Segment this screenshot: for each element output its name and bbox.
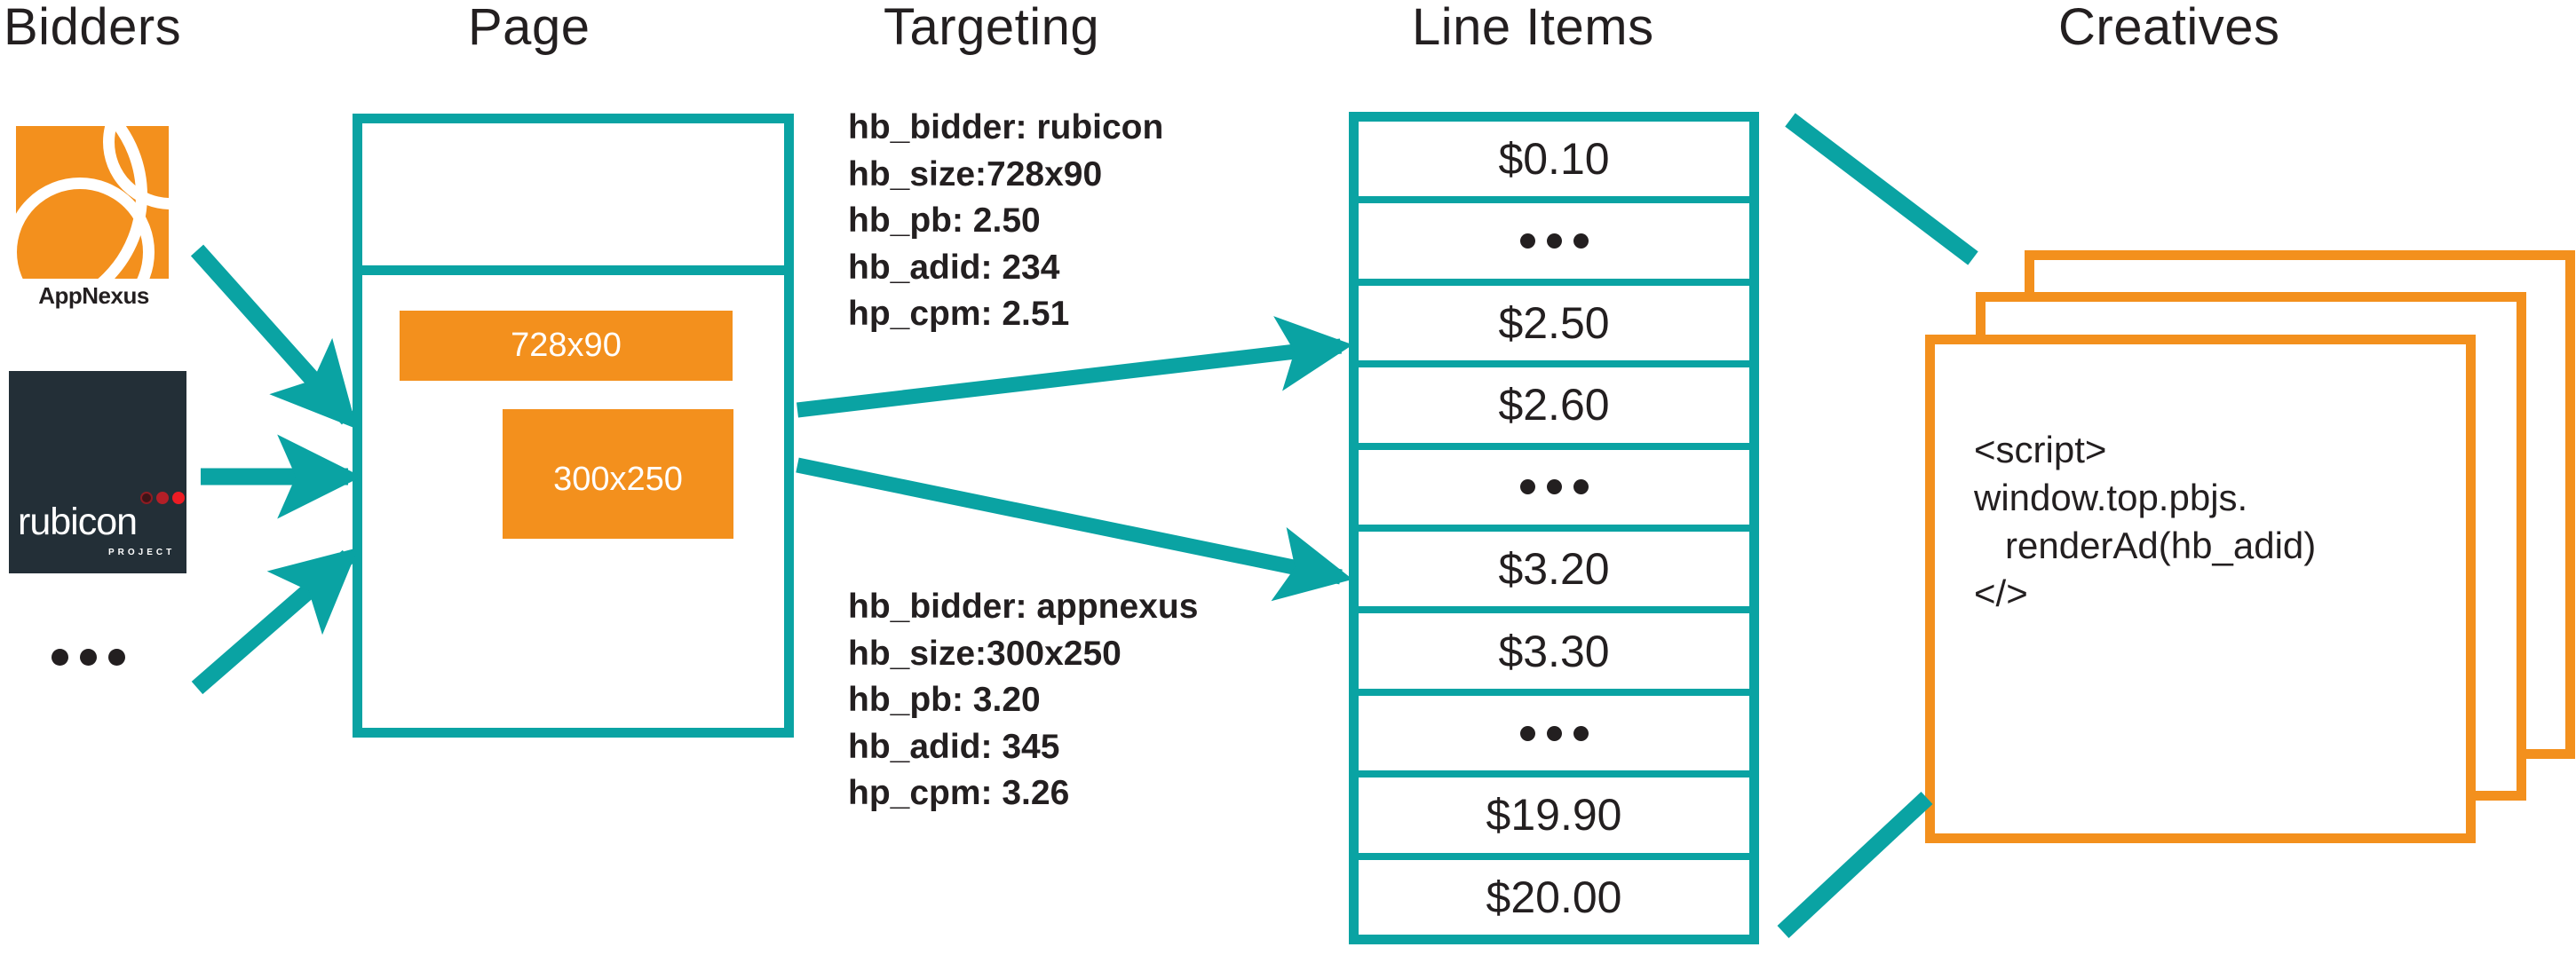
- rubicon-dot-3: [172, 492, 185, 504]
- ellipsis-dot: [1546, 725, 1562, 741]
- targeting-block-rubicon: hb_bidder: rubicon hb_size:728x90 hb_pb:…: [848, 105, 1163, 338]
- connector-line-items-to-creatives-top: [1785, 113, 1978, 265]
- ellipsis-dot: [52, 649, 68, 666]
- ellipsis-dot: [108, 649, 125, 666]
- arrow-page-to-line-item-320: [796, 457, 1353, 602]
- targeting-line-hb-size: hb_size:300x250: [848, 634, 1122, 673]
- line-items-panel: $0.10 $2.50 $2.60 $3.20 $3.30 $19.90 $20…: [1349, 112, 1759, 944]
- line-item-row[interactable]: $20.00: [1486, 872, 1622, 922]
- creative-code-snippet: <script> window.top.pbjs. renderAd(hb_ad…: [1974, 429, 2317, 614]
- targeting-line-hb-bidder: hb_bidder: appnexus: [848, 588, 1199, 626]
- ellipsis-group: [1519, 725, 1589, 741]
- line-item-row[interactable]: $2.60: [1359, 367, 1749, 450]
- targeting-line-hb-pb: hb_pb: 2.50: [848, 201, 1041, 240]
- line-item-row[interactable]: $3.20: [1359, 532, 1749, 614]
- column-title-bidders: Bidders: [4, 0, 182, 56]
- line-item-row[interactable]: $3.30: [1359, 613, 1749, 696]
- rubicon-dot-2: [156, 492, 169, 504]
- targeting-line-hp-cpm: hp_cpm: 3.26: [848, 774, 1070, 812]
- rubicon-logo-icon: rubicon PROJECT: [9, 371, 186, 573]
- ellipsis-dot: [1573, 479, 1589, 495]
- column-title-page: Page: [468, 0, 590, 56]
- line-item-row[interactable]: $2.50: [1359, 286, 1749, 368]
- targeting-line-hb-pb: hb_pb: 3.20: [848, 681, 1041, 719]
- targeting-line-hb-size: hb_size:728x90: [848, 154, 1103, 193]
- appnexus-logo-icon: [16, 126, 169, 279]
- line-item-row-ellipsis: [1359, 450, 1749, 533]
- ellipsis-dot: [1546, 233, 1562, 249]
- column-title-line-items: Line Items: [1412, 0, 1654, 56]
- ellipsis-dot: [1519, 725, 1535, 741]
- line-item-row-ellipsis: [1359, 203, 1749, 286]
- arrow-page-to-line-item-250: [797, 316, 1353, 418]
- rubicon-sub-wordmark: PROJECT: [108, 548, 176, 557]
- arrow-appnexus-to-page: [190, 244, 358, 430]
- line-item-row[interactable]: $0.10: [1359, 122, 1749, 204]
- page-header-divider: [362, 265, 784, 275]
- page-panel: 728x90 300x250: [353, 114, 794, 738]
- targeting-line-hb-adid: hb_adid: 234: [848, 248, 1060, 287]
- ellipsis-dot: [1573, 725, 1589, 741]
- rubicon-dot-1: [140, 492, 153, 504]
- targeting-line-hp-cpm: hp_cpm: 2.51: [848, 295, 1070, 333]
- ellipsis-group: [1519, 479, 1589, 495]
- bidders-more-ellipsis: [52, 649, 125, 666]
- column-title-targeting: Targeting: [884, 0, 1100, 56]
- connector-line-items-to-creatives-bottom: [1777, 792, 1933, 938]
- targeting-block-appnexus: hb_bidder: appnexus hb_size:300x250 hb_p…: [848, 584, 1198, 817]
- line-item-row[interactable]: $19.90: [1359, 778, 1749, 860]
- rubicon-wordmark: rubicon: [18, 501, 138, 543]
- ellipsis-dot: [1546, 479, 1562, 495]
- appnexus-wordmark: AppNexus: [38, 282, 149, 309]
- ellipsis-group: [1519, 233, 1589, 249]
- arrow-other-bidders-to-page: [191, 548, 359, 695]
- targeting-line-hb-bidder: hb_bidder: rubicon: [848, 108, 1164, 146]
- ad-slot-300x250[interactable]: 300x250: [503, 409, 733, 539]
- creative-card-front[interactable]: [1925, 335, 2476, 843]
- ellipsis-dot: [1519, 233, 1535, 249]
- ad-slot-728x90[interactable]: 728x90: [400, 311, 733, 381]
- column-title-creatives: Creatives: [2058, 0, 2280, 56]
- line-item-row-ellipsis: [1359, 696, 1749, 778]
- ellipsis-dot: [1573, 233, 1589, 249]
- targeting-line-hb-adid: hb_adid: 345: [848, 727, 1060, 766]
- ellipsis-dot: [80, 649, 97, 666]
- ellipsis-dot: [1519, 479, 1535, 495]
